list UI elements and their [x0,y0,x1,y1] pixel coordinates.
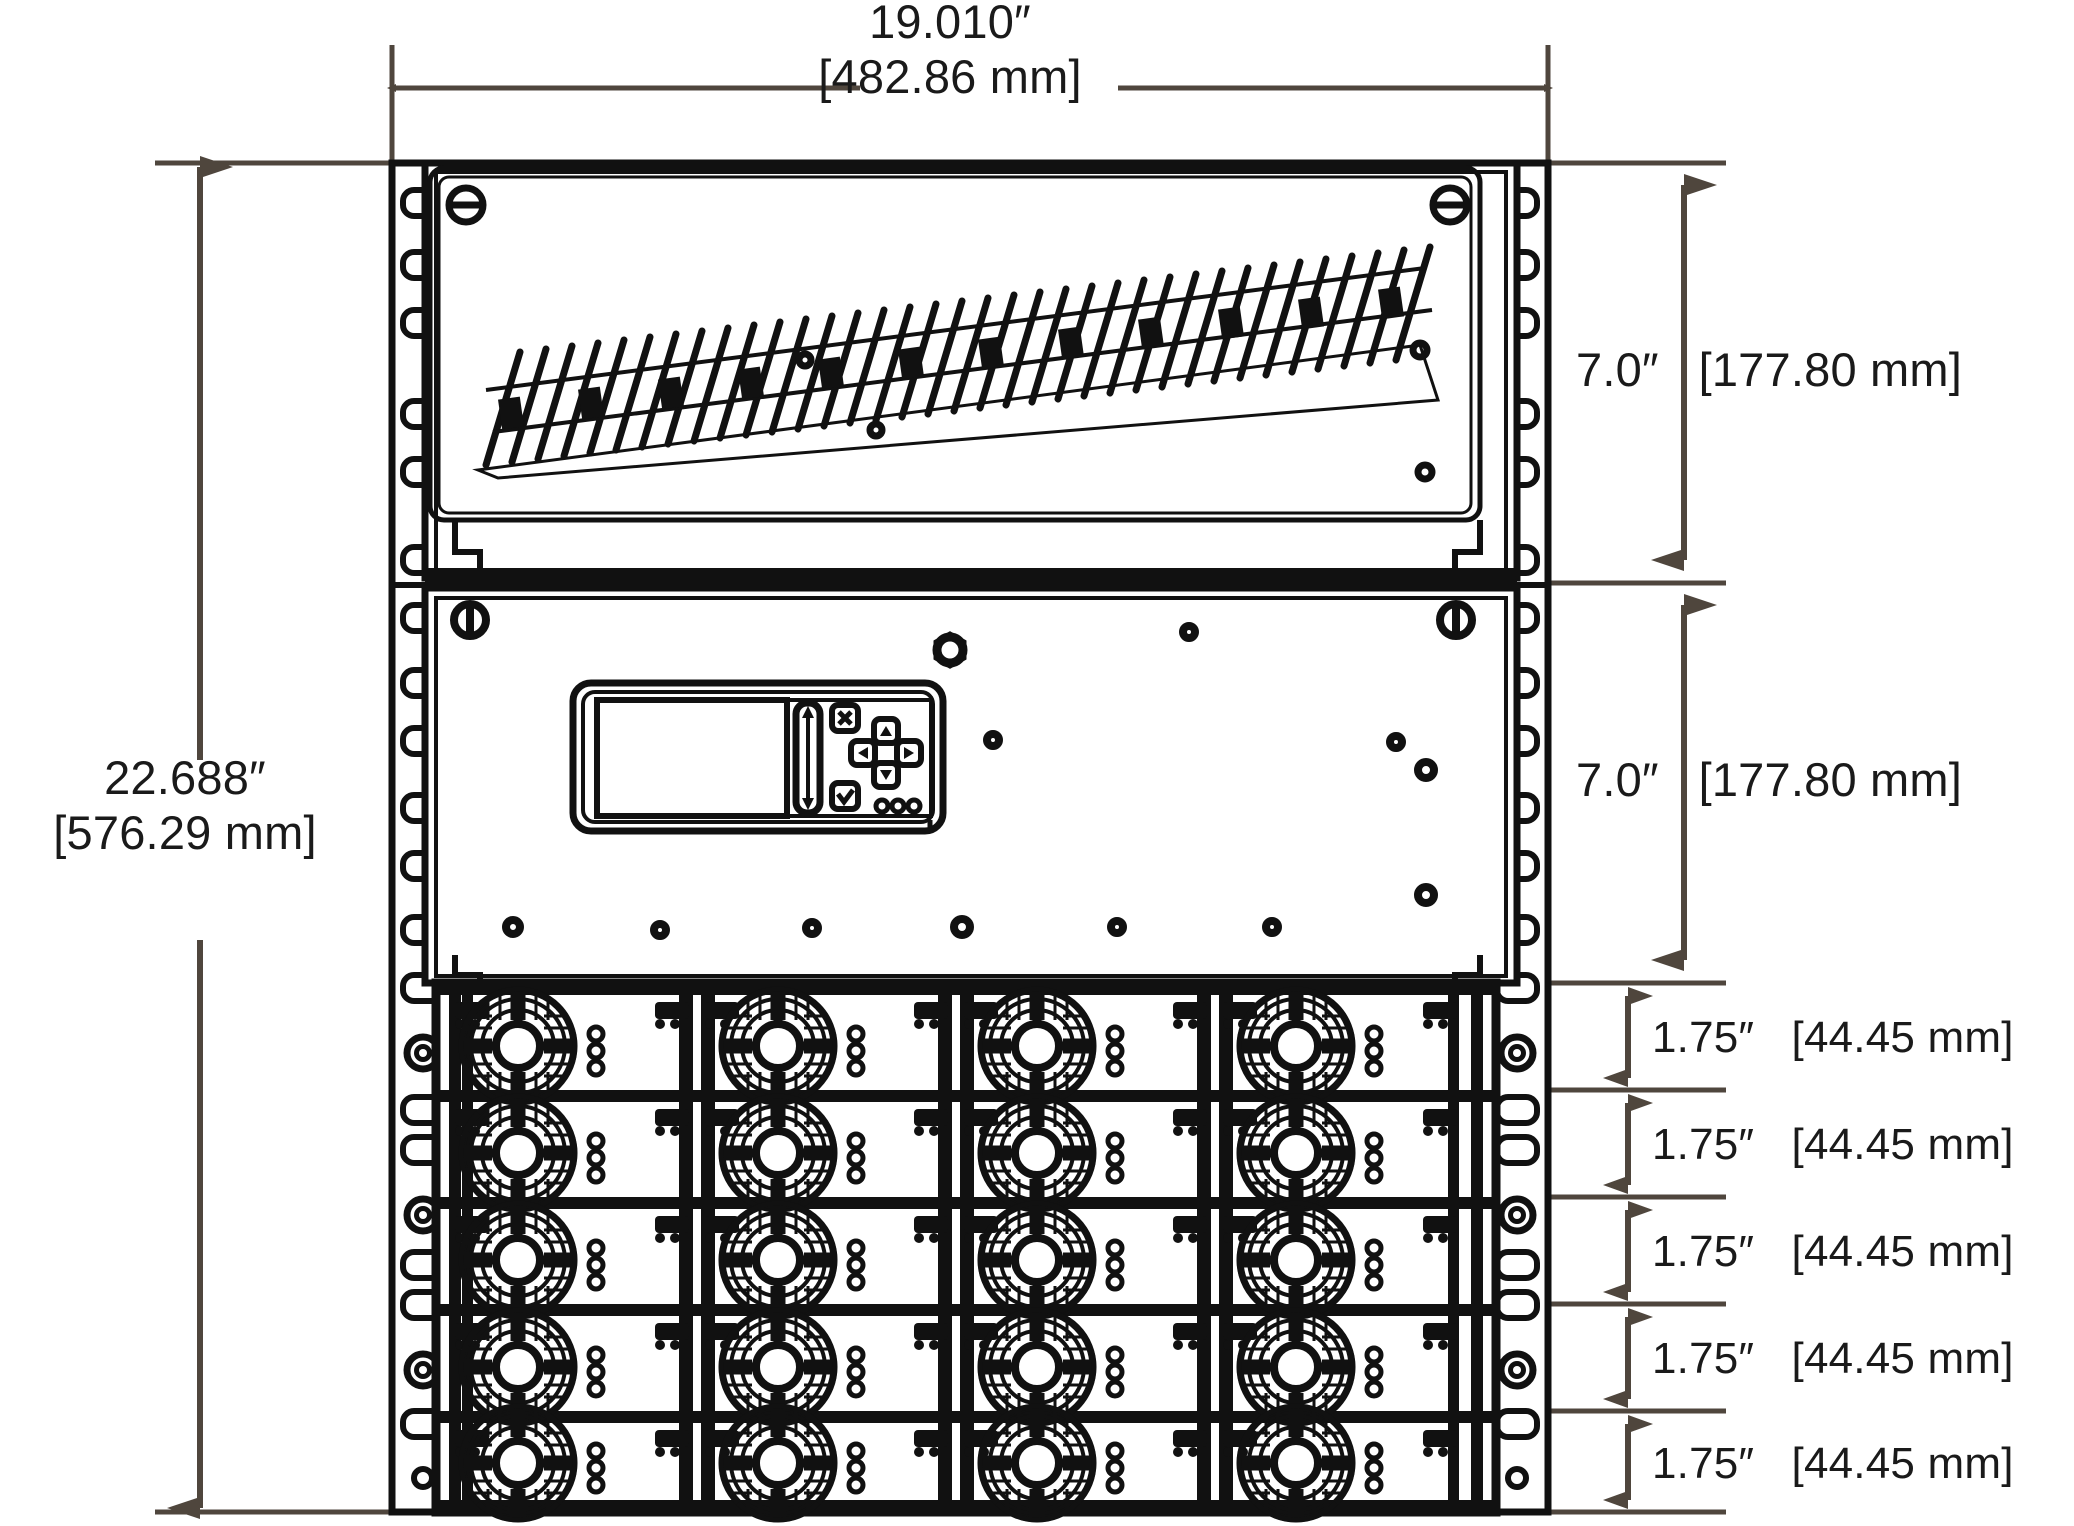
fan-row-1-mm: [44.45 mm] [1791,1013,2014,1062]
overall-height-mm: [576.29 mm] [53,806,317,860]
fan-row-1-inches: 1.75″ [1652,1013,1755,1062]
dimension-fan-row-5-label: 1.75″ [44.45 mm] [1652,1438,2014,1490]
overall-width-mm: [482.86 mm] [818,50,1082,104]
dimension-extension-lines-right [1548,160,1726,1515]
dimension-unit-2-label: 7.0″ [177.80 mm] [1576,752,1962,807]
unit-control-chassis [421,584,1521,987]
fan-row-4-mm: [44.45 mm] [1791,1334,2014,1383]
unit-1-mm: [177.80 mm] [1698,343,1963,396]
slotted-screw-right-2 [1436,600,1476,640]
fan-tray [431,978,1501,1520]
fan-row-2-mm: [44.45 mm] [1791,1120,2014,1169]
overall-height-inches: 22.688″ [104,751,266,804]
unit-ventilated-chassis [421,159,1521,582]
enter-check-button[interactable] [829,780,861,812]
dimension-overall-height-label: 22.688″ [576.29 mm] [20,750,350,861]
fan-row-2-inches: 1.75″ [1652,1120,1755,1169]
fan-row-5-inches: 1.75″ [1652,1439,1755,1488]
vertical-slider[interactable] [792,699,824,817]
fan-row-3-mm: [44.45 mm] [1791,1227,2014,1276]
fan-row-5-mm: [44.45 mm] [1791,1439,2014,1488]
dpad-up-button[interactable] [871,716,901,746]
dpad-right-button[interactable] [894,738,924,768]
panel-small-holes [795,339,1436,483]
overall-width-inches: 19.010″ [869,0,1031,48]
unit-2-mm: [177.80 mm] [1698,753,1963,806]
slotted-screw-right [1429,184,1471,226]
dimension-fan-row-2-label: 1.75″ [44.45 mm] [1652,1119,2014,1171]
rack-ear-right-holes [1497,190,1537,1490]
panel-status-leds [873,797,923,815]
cancel-x-button[interactable] [829,702,861,734]
dimension-fan-row-4-label: 1.75″ [44.45 mm] [1652,1333,2014,1385]
hex-bushing [932,631,968,669]
dimension-fan-row-1-label: 1.75″ [44.45 mm] [1652,1012,2014,1064]
dimension-fan-row-3-label: 1.75″ [44.45 mm] [1652,1226,2014,1278]
dimension-overall-width-label: 19.010″ [482.86 mm] [770,0,1130,105]
dimension-overall-height [155,156,392,1519]
dpad-down-button[interactable] [871,760,901,790]
slotted-screw-left-2 [450,600,490,640]
dimension-unit-1-label: 7.0″ [177.80 mm] [1576,342,1962,397]
vent-grille [472,243,1441,480]
unit-2-inches: 7.0″ [1576,753,1659,806]
unit-1-inches: 7.0″ [1576,343,1659,396]
fan-row-3-inches: 1.75″ [1652,1227,1755,1276]
slotted-screw-left [445,184,487,226]
lcd-screen [594,697,790,819]
fan-row-4-inches: 1.75″ [1652,1334,1755,1383]
control-panel [569,679,947,835]
chassis-small-holes [502,622,1438,940]
dpad-left-button[interactable] [848,738,878,768]
